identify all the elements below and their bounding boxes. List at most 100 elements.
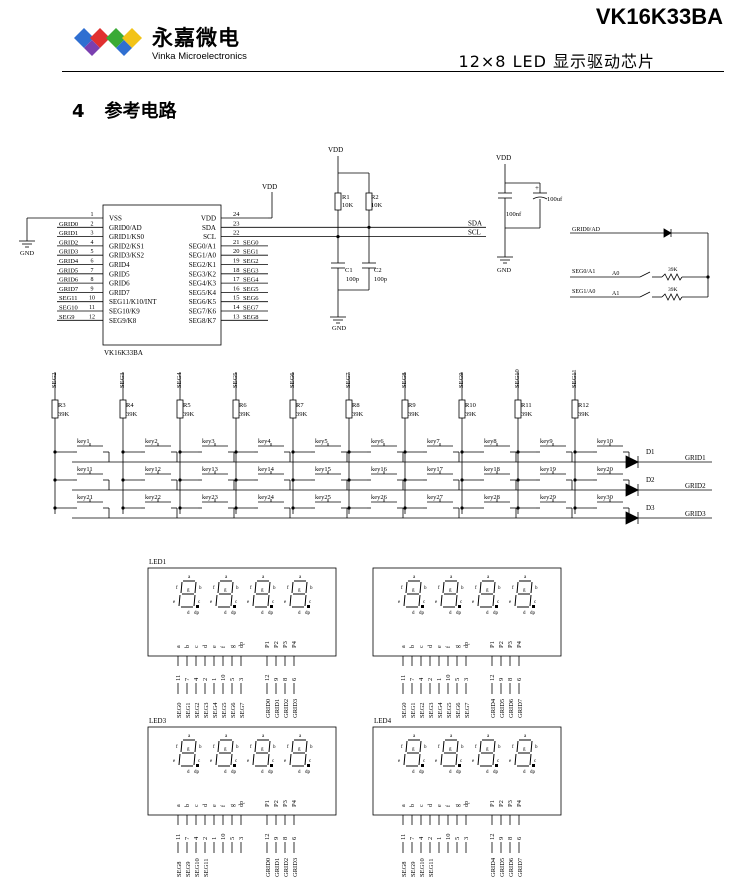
key-label: key22 [145, 494, 161, 501]
sda-label: SDA [468, 219, 482, 227]
led-com-label: P4 [516, 799, 523, 807]
ic-pin-label: SEG3/K2 [189, 270, 217, 278]
address-switch-icon [639, 271, 651, 278]
ic-pin-number: 24 [233, 211, 240, 218]
key-label: key15 [315, 466, 331, 473]
led-pin-number: 4 [418, 836, 425, 840]
led-seg-letter: b [185, 804, 191, 807]
led-pin-number: 12 [489, 675, 496, 682]
svg-text:f: f [512, 745, 514, 750]
led-pin-number: 9 [498, 837, 505, 840]
address-seg-label: SEG0/A1 [572, 269, 595, 275]
led-pin-number: 5 [229, 678, 236, 681]
key-seg-label: SEG7 [345, 372, 352, 388]
r2-value: 10K [371, 202, 383, 209]
key-label: key12 [145, 466, 161, 473]
address-diode-icon [663, 228, 672, 238]
svg-text:e: e [509, 600, 512, 605]
svg-text:dp: dp [530, 611, 536, 616]
led-grid-net-label: GRID7 [517, 698, 524, 718]
key-resistor-value: 39K [239, 411, 251, 418]
led-seg-net-label: SEG4 [212, 702, 219, 718]
diode-label: D1 [646, 448, 655, 456]
led-pin-number: 10 [220, 675, 227, 682]
key-seg-label: SEG6 [289, 372, 296, 388]
led-pin-number: 7 [409, 836, 416, 840]
svg-text:a: a [299, 575, 302, 580]
key-label: key2 [145, 438, 158, 445]
svg-text:f: f [176, 745, 178, 750]
svg-text:a: a [413, 734, 416, 739]
led-seg-letter: dp [464, 801, 470, 807]
led-display-module [372, 726, 562, 816]
ic-pin-label: SEG5/K4 [189, 289, 217, 297]
key-seg-label: SEG10 [514, 369, 521, 388]
svg-text:f: f [287, 586, 289, 591]
svg-text:d: d [224, 611, 227, 616]
key-resistor-label: R11 [521, 402, 532, 409]
ic-pin-number: 15 [233, 295, 240, 302]
key-label: key19 [540, 466, 556, 473]
svg-text:dp: dp [419, 770, 425, 775]
led-pin-number: 1 [436, 837, 443, 840]
svg-text:g: g [224, 588, 227, 593]
ic-pin-label: GRID4 [109, 261, 130, 269]
led-seg-letter: c [419, 645, 425, 648]
key-seg-label: SEG2 [51, 372, 58, 388]
led-seg-letter: a [401, 804, 407, 807]
led-pin-number: 1 [436, 678, 443, 681]
ic-net-label: SEG0 [243, 239, 259, 246]
key-resistor-value: 39K [58, 411, 70, 418]
led-pin-number: 3 [463, 678, 470, 681]
led-pin-number: 8 [282, 837, 289, 840]
ic-pin-label: SEG11/K10/INT [109, 298, 157, 306]
svg-text:dp: dp [493, 770, 499, 775]
led-pin-number: 2 [427, 678, 434, 681]
led-seg-letter: g [230, 645, 236, 648]
scl-label: SCL [468, 229, 481, 237]
led-seg-net-label: SEG9 [410, 861, 417, 877]
cap-100nf-label: 100nf [506, 211, 522, 218]
svg-text:f: f [213, 586, 215, 591]
svg-text:g: g [187, 747, 190, 752]
led-pin-number: 11 [400, 834, 407, 840]
ic-pin-label: SDA [202, 224, 216, 232]
svg-text:g: g [523, 747, 526, 752]
key-seg-label: SEG4 [176, 372, 183, 388]
ic-net-label: GRID1 [59, 230, 78, 237]
key-resistor-label: R9 [408, 402, 416, 409]
svg-text:e: e [435, 759, 438, 764]
svg-text:b: b [310, 586, 313, 591]
svg-text:e: e [173, 600, 176, 605]
key-resistor-value: 39K [578, 411, 590, 418]
key-label: key21 [77, 494, 93, 501]
svg-text:a: a [487, 575, 490, 580]
svg-text:f: f [438, 586, 440, 591]
gnd-label: GND [332, 325, 346, 332]
svg-text:b: b [461, 586, 464, 591]
led-pin-number: 8 [282, 678, 289, 681]
key-label: key18 [484, 466, 500, 473]
key-resistor-label: R12 [578, 402, 589, 409]
led-pin-number: 3 [238, 837, 245, 840]
grid-label: GRID1 [685, 454, 706, 462]
svg-text:c: c [423, 759, 426, 764]
svg-text:dp: dp [305, 770, 311, 775]
led-seg-net-label: SEG9 [185, 861, 192, 877]
svg-text:b: b [236, 586, 239, 591]
svg-text:g: g [298, 588, 301, 593]
r1-value: 10K [342, 202, 354, 209]
led-seg-letter: c [194, 804, 200, 807]
led-grid-net-label: GRID0 [265, 858, 272, 877]
svg-text:g: g [412, 588, 415, 593]
ic-pin-number: 13 [233, 313, 240, 320]
ic-pin-label: GRID2/KS1 [109, 242, 145, 250]
led-seg-letter: f [445, 646, 452, 648]
